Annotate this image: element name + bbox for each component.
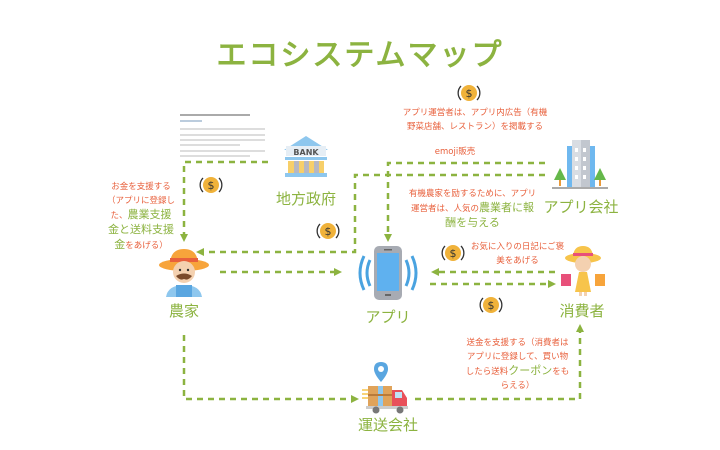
coin-icon: $ [478, 292, 504, 322]
note-gov-highlight: 農業支援 [127, 208, 172, 221]
line-farmer-to-shipping [182, 335, 359, 403]
bank-sign: BANK [293, 148, 319, 157]
note-ads: アプリ運営者は、アプリ内広告（有機 野菜店舗、レストラン）を掲載する [395, 106, 555, 134]
line-appco-to-app [384, 161, 545, 242]
line-shipping-to-consumer [415, 324, 584, 401]
svg-text:$: $ [488, 299, 495, 312]
coin-icon: $ [440, 240, 466, 270]
note-gov-line: （アプリに登録し [106, 196, 175, 206]
node-label-consumer: 消費者 [559, 302, 605, 320]
note-reward-highlight: 酬を与える [445, 216, 500, 229]
node-label-government: 地方政府 [275, 190, 336, 208]
farmer-icon [158, 245, 210, 301]
note-ship-text: をも [552, 367, 570, 377]
svg-text:$: $ [325, 225, 332, 238]
building-icon [552, 138, 608, 194]
truck-icon [362, 384, 410, 418]
note-ads-line: 野菜店舗、レストラン）を掲載する [406, 122, 543, 132]
location-pin-icon [374, 362, 388, 386]
note-ship-line: らえる） [500, 381, 535, 391]
note-gov-support: お金を支援する （アプリに登録し た、農業支援 金と送料支援 金をあげる） [105, 180, 177, 253]
node-label-app: アプリ [365, 308, 411, 326]
coin-icon: $ [198, 172, 224, 202]
note-ship-highlight: クーポン [508, 364, 553, 377]
coin-icon: $ [456, 80, 482, 110]
node-label-farmer: 農家 [168, 302, 199, 320]
note-gov-highlight: 金と送料支援 [108, 223, 174, 236]
line-gov-to-farmer [180, 160, 268, 242]
document-thumbnail [180, 110, 265, 158]
note-gov-line: お金を支援する [111, 182, 171, 192]
note-gov-highlight: 金 [114, 238, 126, 251]
note-diary: お気に入りの日記にご褒 美をあげる [470, 240, 565, 268]
note-ship-line: アプリに登録して、買い物 [466, 352, 569, 362]
note-gov-text: をあげる） [125, 241, 168, 251]
node-label-app-company: アプリ会社 [543, 198, 619, 216]
phone-icon [356, 244, 420, 306]
note-reward: 有機農家を励するために、アプリ 運営者は、人気の農業者に報 酬を与える [400, 187, 545, 231]
note-diary-line: お気に入りの日記にご褒 [470, 242, 565, 252]
note-gov-text: た、 [110, 211, 128, 221]
node-label-shipping: 運送会社 [357, 416, 418, 434]
line-appco-to-farmer [196, 173, 545, 256]
svg-text:$: $ [450, 247, 457, 260]
note-reward-line: 有機農家を励するために、アプリ [408, 189, 537, 199]
note-diary-line: 美をあげる [496, 256, 539, 266]
coin-icon: $ [315, 218, 341, 248]
note-shipping-support: 送金を支援する（消費者は アプリに登録して、買い物 したら送料クーポンをも らえ… [460, 336, 575, 393]
bank-icon: BANK [280, 132, 332, 188]
note-ship-text: したら送料 [465, 367, 509, 377]
svg-text:$: $ [466, 87, 473, 100]
note-reward-highlight: 農業者に報 [479, 201, 534, 214]
note-reward-text: 運営者は、人気の [410, 204, 479, 214]
note-emoji-sales: emoji販売 [434, 147, 476, 157]
note-ship-line: 送金を支援する（消費者は [466, 338, 569, 348]
page-title: エコシステムマップ [216, 38, 504, 73]
svg-text:$: $ [208, 179, 215, 192]
consumer-icon [555, 244, 611, 300]
note-ads-line: アプリ運営者は、アプリ内広告（有機 [402, 108, 548, 118]
